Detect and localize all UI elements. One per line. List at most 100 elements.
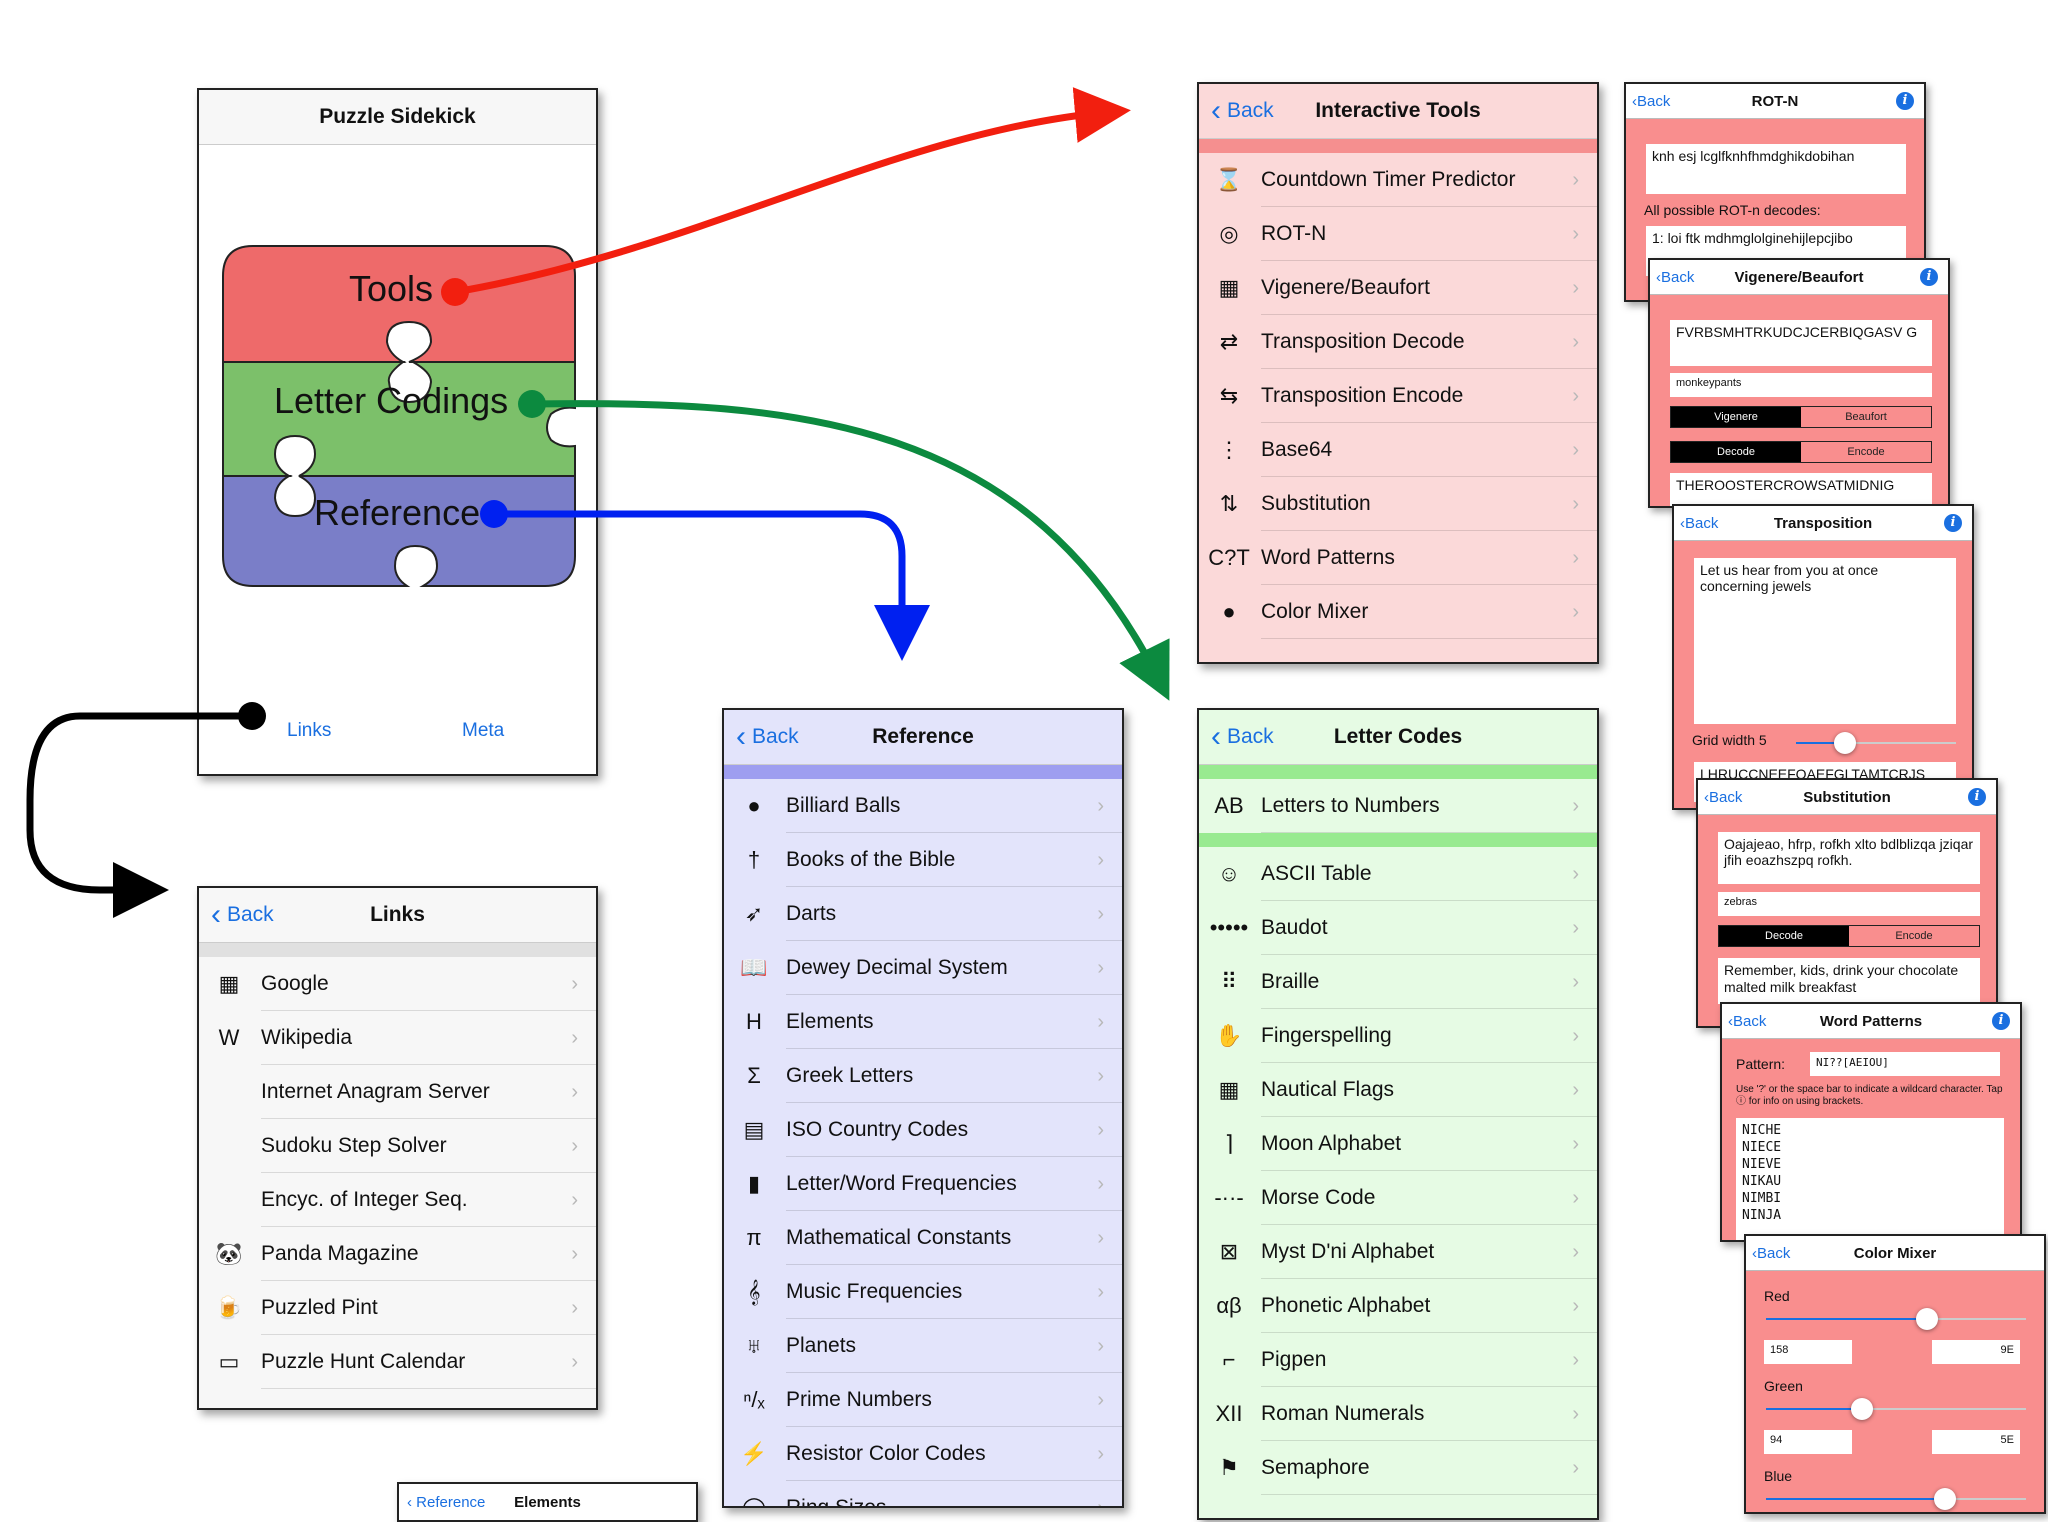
- list-item[interactable]: ⠿Braille›: [1199, 955, 1597, 1009]
- rotn-input[interactable]: knh esj lcglfknhfhmdghikdobihan: [1646, 144, 1906, 194]
- green-decimal-field[interactable]: 94: [1764, 1430, 1852, 1454]
- list-item[interactable]: •••••Baudot›: [1199, 901, 1597, 955]
- word-patterns-back-button[interactable]: ‹ Back: [1728, 1012, 1767, 1030]
- vigenere-back-button[interactable]: ‹ Back: [1656, 268, 1695, 286]
- pattern-result[interactable]: NINJA: [1742, 1208, 1782, 1223]
- letter-codings-label[interactable]: Letter Codings: [274, 380, 509, 421]
- green-hex-field[interactable]: 5E: [1932, 1430, 2020, 1454]
- list-item[interactable]: ▮Letter/Word Frequencies›: [724, 1157, 1122, 1211]
- info-icon[interactable]: i: [1992, 1012, 2010, 1030]
- blue-slider[interactable]: [1766, 1488, 2026, 1510]
- grid-width-slider-knob[interactable]: [1834, 732, 1856, 754]
- green-slider-knob[interactable]: [1851, 1398, 1874, 1420]
- list-item[interactable]: ⌛Countdown Timer Predictor›: [1199, 153, 1597, 207]
- list-item[interactable]: ⇄Transposition Decode›: [1199, 315, 1597, 369]
- red-slider[interactable]: [1766, 1308, 2026, 1330]
- vigenere-ciphertext[interactable]: FVRBSMHTRKUDCJCERBIQGASV G: [1670, 320, 1932, 366]
- transposition-back-button[interactable]: ‹ Back: [1680, 514, 1719, 532]
- list-item[interactable]: ⚑Semaphore›: [1199, 1441, 1597, 1495]
- letter-codings-piece[interactable]: [222, 361, 576, 477]
- list-item[interactable]: ⊠Myst D'ni Alphabet›: [1199, 1225, 1597, 1279]
- links-back-button[interactable]: ‹Back: [211, 898, 274, 931]
- info-icon[interactable]: i: [1944, 514, 1962, 532]
- letter-codes-back-button[interactable]: ‹Back: [1211, 720, 1274, 753]
- links-tab[interactable]: Links: [287, 720, 332, 741]
- substitution-op-segment[interactable]: Decode Encode: [1718, 925, 1980, 947]
- red-decimal-field[interactable]: 158: [1764, 1340, 1852, 1364]
- list-item[interactable]: -··-Morse Code›: [1199, 1171, 1597, 1225]
- vigenere-mode-segment[interactable]: Vigenere Beaufort: [1670, 406, 1932, 428]
- rotn-back-button[interactable]: ‹ Back: [1632, 92, 1671, 110]
- green-slider[interactable]: [1766, 1398, 2026, 1420]
- list-item[interactable]: ●Color Mixer›: [1199, 585, 1597, 639]
- pattern-result[interactable]: NIECE: [1742, 1140, 1782, 1155]
- list-item[interactable]: Encyc. of Integer Seq.›: [199, 1173, 596, 1227]
- pattern-result[interactable]: NIMBI: [1742, 1191, 1782, 1206]
- vigenere-key-field[interactable]: monkeypants: [1670, 373, 1932, 397]
- list-item[interactable]: 🍺Puzzled Pint›: [199, 1281, 596, 1335]
- red-slider-knob[interactable]: [1916, 1308, 1939, 1330]
- list-item[interactable]: ⌉Moon Alphabet›: [1199, 1117, 1597, 1171]
- transposition-input[interactable]: Let us hear from you at once concerning …: [1694, 558, 1956, 724]
- decode-option[interactable]: Decode: [1671, 442, 1801, 462]
- list-item[interactable]: Internet Anagram Server›: [199, 1065, 596, 1119]
- substitution-key-field[interactable]: zebras: [1718, 892, 1980, 916]
- list-item[interactable]: ▦Vigenere/Beaufort›: [1199, 261, 1597, 315]
- list-item[interactable]: ♅Planets›: [724, 1319, 1122, 1373]
- tools-piece[interactable]: [222, 245, 576, 363]
- list-item[interactable]: ⚡Resistor Color Codes›: [724, 1427, 1122, 1481]
- info-icon[interactable]: i: [1896, 92, 1914, 110]
- vigenere-op-segment[interactable]: Decode Encode: [1670, 441, 1932, 463]
- list-item[interactable]: 📖Dewey Decimal System›: [724, 941, 1122, 995]
- encode-option[interactable]: Encode: [1849, 926, 1979, 946]
- pattern-result[interactable]: NIKAU: [1742, 1174, 1782, 1189]
- list-item[interactable]: ●Billiard Balls›: [724, 779, 1122, 833]
- reference-label[interactable]: Reference: [314, 492, 481, 533]
- list-item[interactable]: Sudoku Step Solver›: [199, 1119, 596, 1173]
- info-icon[interactable]: i: [1968, 788, 1986, 806]
- list-item[interactable]: ➶Darts›: [724, 887, 1122, 941]
- list-item[interactable]: ⋮Base64›: [1199, 423, 1597, 477]
- tools-back-button[interactable]: ‹Back: [1211, 94, 1274, 127]
- list-item[interactable]: ⇆Transposition Encode›: [1199, 369, 1597, 423]
- substitution-ciphertext[interactable]: Oajajeao, hfrp, rofkh xlto bdlblizqa jzi…: [1718, 832, 1980, 884]
- grid-width-slider[interactable]: [1796, 732, 1956, 754]
- encode-option[interactable]: Encode: [1801, 442, 1931, 462]
- list-item[interactable]: †Books of the Bible›: [724, 833, 1122, 887]
- tools-list: ⌛Countdown Timer Predictor›◎ROT-N›▦Vigen…: [1199, 153, 1597, 639]
- pattern-result[interactable]: NIEVE: [1742, 1157, 1782, 1172]
- list-item[interactable]: ✋Fingerspelling›: [1199, 1009, 1597, 1063]
- reference-back-button[interactable]: ‹Back: [736, 720, 799, 753]
- list-item[interactable]: ⇅Substitution›: [1199, 477, 1597, 531]
- list-item[interactable]: ▤ISO Country Codes›: [724, 1103, 1122, 1157]
- decode-option[interactable]: Decode: [1719, 926, 1849, 946]
- pattern-result[interactable]: NICHE: [1742, 1123, 1782, 1138]
- vigenere-mode-option[interactable]: Vigenere: [1671, 407, 1801, 427]
- list-item[interactable]: ▦Google›: [199, 957, 596, 1011]
- list-item[interactable]: ◎ROT-N›: [1199, 207, 1597, 261]
- color-mixer-back-button[interactable]: ‹ Back: [1752, 1244, 1791, 1262]
- meta-tab[interactable]: Meta: [462, 720, 505, 741]
- list-item[interactable]: ⌐Pigpen›: [1199, 1333, 1597, 1387]
- list-item[interactable]: ☺ASCII Table›: [1199, 847, 1597, 901]
- list-item[interactable]: 𝄞Music Frequencies›: [724, 1265, 1122, 1319]
- list-item[interactable]: ▭Puzzle Hunt Calendar›: [199, 1335, 596, 1389]
- elements-back-button[interactable]: ‹ Reference: [407, 1493, 486, 1511]
- beaufort-mode-option[interactable]: Beaufort: [1801, 407, 1931, 427]
- tools-label[interactable]: Tools: [349, 268, 434, 309]
- substitution-back-button[interactable]: ‹ Back: [1704, 788, 1743, 806]
- red-hex-field[interactable]: 9E: [1932, 1340, 2020, 1364]
- list-item[interactable]: 🐼Panda Magazine›: [199, 1227, 596, 1281]
- list-item[interactable]: ▦Nautical Flags›: [1199, 1063, 1597, 1117]
- info-icon[interactable]: i: [1920, 268, 1938, 286]
- pattern-input[interactable]: NI??[AEIOU]: [1810, 1052, 2000, 1076]
